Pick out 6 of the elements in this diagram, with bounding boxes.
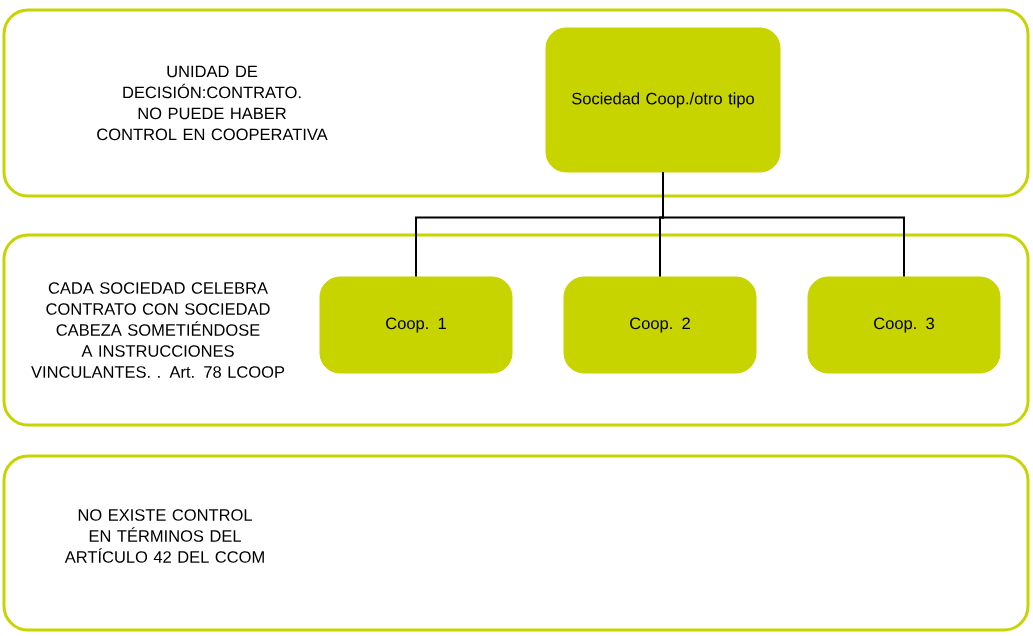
band-panel: NO EXISTE CONTROL EN TÉRMINOS DEL ARTÍCULO 42 DEL CCOM <box>2 454 1030 632</box>
connector-line <box>662 171 905 278</box>
process-box: Sociedad Coop./otro tipo <box>545 27 781 173</box>
process-box: Coop. 1 <box>319 276 513 374</box>
process-box: Coop. 3 <box>807 276 1001 374</box>
process-box: Coop. 2 <box>563 276 757 374</box>
